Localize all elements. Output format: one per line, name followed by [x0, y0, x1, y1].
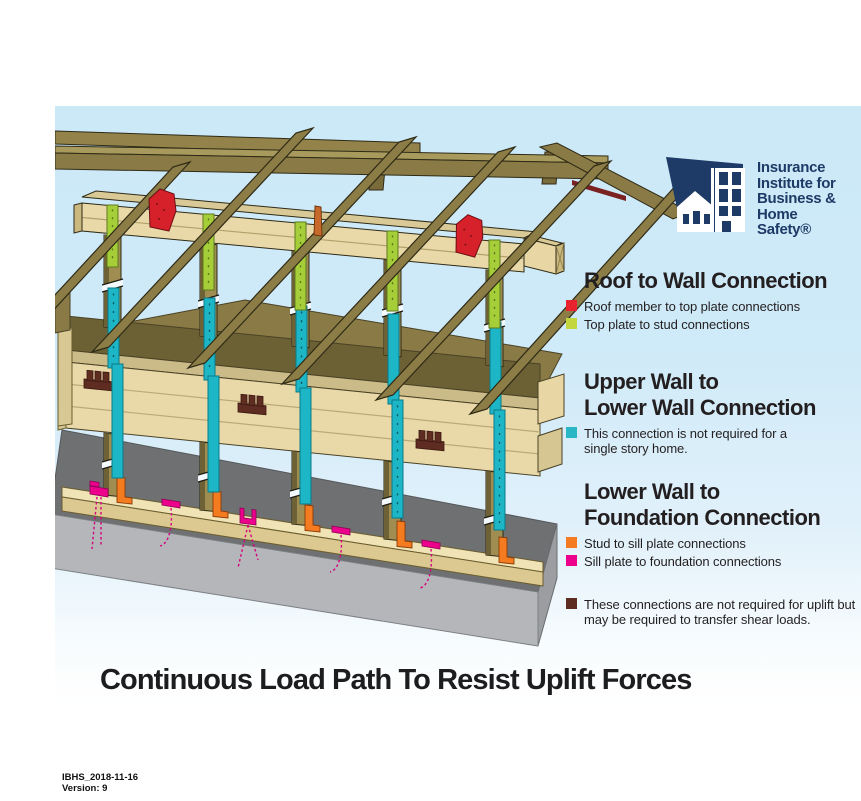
red-legend-swatch	[566, 300, 577, 311]
footer: IBHS_2018-11-16 Version: 9	[62, 772, 138, 794]
sill-plate	[61, 486, 544, 587]
legend-row-cyan: This connection is not required for a	[566, 426, 861, 441]
upper-to-lower-wall-straps	[107, 287, 506, 531]
legend-row-magenta: Sill plate to foundation connections	[566, 554, 861, 569]
orange-swatch-rect	[566, 537, 577, 548]
cyan-swatch-rect	[566, 427, 577, 438]
legend-label: Roof member to top plate connections	[584, 299, 801, 314]
shear-load-note: These connections are not required for u…	[566, 594, 861, 627]
magenta-swatch-rect	[566, 555, 577, 566]
sill-to-foundation-anchors	[89, 480, 441, 589]
footer-version: Version: 9	[62, 783, 108, 794]
logo-line: Institute for	[757, 174, 836, 192]
footer-document-id: IBHS_2018-11-16	[62, 772, 139, 783]
magenta-legend-swatch	[566, 555, 577, 566]
note-label: These connections are not required for u…	[584, 597, 856, 612]
legend-row-roof-green: Top plate to stud connections	[566, 317, 861, 332]
roof-rafters	[55, 126, 706, 416]
roof-to-wall-heading: Roof to Wall Connection	[584, 268, 828, 293]
legend-row-orange: Stud to sill plate connections	[566, 536, 861, 551]
logo-line: Business &	[757, 190, 836, 208]
ibhs-logo-text: Insurance Institute for Business & Home …	[757, 152, 836, 238]
ibhs-logo-mark	[666, 157, 745, 232]
stud-to-sill-clips	[116, 476, 515, 565]
legend-label-continued: single story home.	[584, 441, 688, 456]
infographic-panel: Insurance Institute for Business & Home …	[55, 106, 861, 721]
brown-legend-swatch	[566, 598, 577, 609]
logo-line: Home	[757, 205, 798, 223]
logo-line: Safety®	[757, 221, 811, 239]
cyan-legend-swatch	[566, 427, 577, 438]
roof-top-beams	[55, 130, 692, 220]
legend-label: Top plate to stud connections	[584, 317, 750, 332]
shear-transfer-clips	[83, 369, 445, 452]
note-row: These connections are not required for u…	[566, 597, 861, 612]
note-label-continued: may be required to transfer shear loads.	[584, 612, 811, 627]
section-roof-to-wall: Roof to Wall Connection Roof member to t…	[566, 268, 861, 332]
legend-label: This connection is not required for a	[584, 426, 787, 441]
orange-legend-swatch	[566, 537, 577, 548]
ibhs-logo: Insurance Institute for Business & Home …	[661, 152, 836, 238]
legend-label: Sill plate to foundation connections	[584, 554, 782, 569]
green-legend-swatch	[566, 318, 577, 329]
logo-line: Insurance	[757, 159, 826, 176]
framing-illustration	[55, 126, 706, 647]
legend-row-roof-red: Roof member to top plate connections	[566, 299, 861, 314]
main-title: Continuous Load Path To Resist Uplift Fo…	[100, 664, 692, 696]
brown-swatch-rect	[566, 598, 577, 609]
red-swatch-rect	[566, 300, 577, 311]
legend-label: Stud to sill plate connections	[584, 536, 746, 551]
green-swatch-rect	[566, 318, 577, 329]
roof-to-plate-clips	[148, 188, 484, 258]
